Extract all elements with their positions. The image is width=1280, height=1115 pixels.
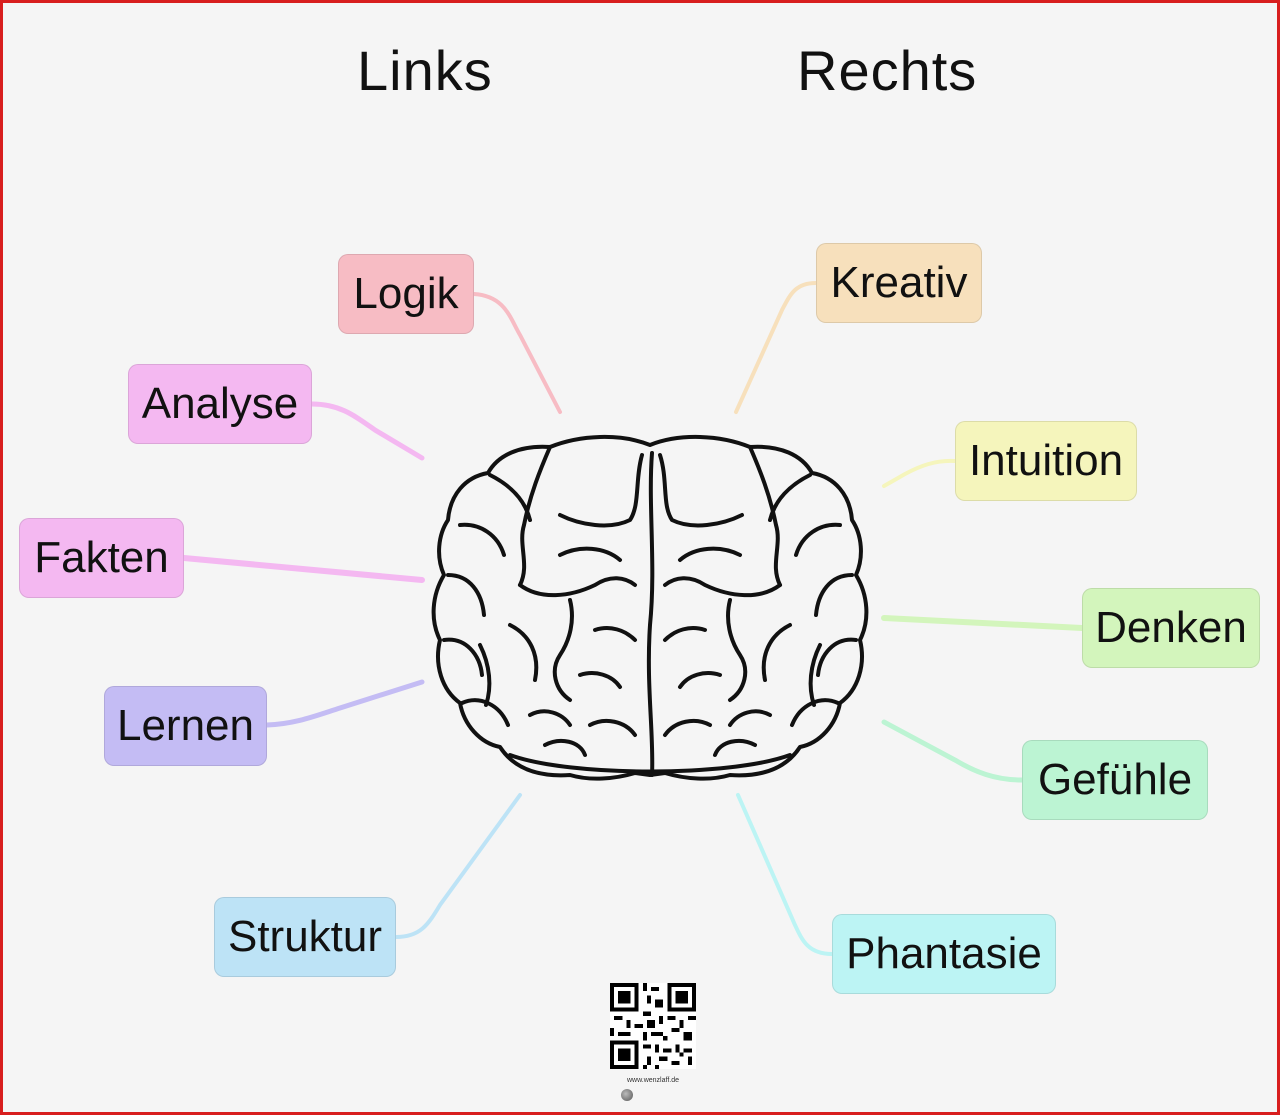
heading-left: Links bbox=[357, 39, 493, 102]
node-kreativ: Kreativ bbox=[816, 243, 982, 323]
node-denken: Denken bbox=[1082, 588, 1260, 668]
node-logik-label: Logik bbox=[353, 269, 459, 318]
footer-logo-icon bbox=[621, 1089, 633, 1101]
node-phantasie: Phantasie bbox=[832, 914, 1056, 994]
node-phantasie-label: Phantasie bbox=[846, 929, 1042, 978]
node-intuition-label: Intuition bbox=[968, 436, 1124, 485]
node-gefuehle: Gefühle bbox=[1022, 740, 1208, 820]
node-kreativ-label: Kreativ bbox=[830, 258, 968, 307]
qr-code bbox=[610, 983, 696, 1069]
footer-url: www.wenzlaff.de bbox=[626, 1077, 679, 1084]
connector-denken bbox=[881, 615, 1085, 631]
connector-phantasie bbox=[736, 793, 834, 956]
node-logik: Logik bbox=[338, 254, 474, 334]
node-lernen-label: Lernen bbox=[116, 701, 254, 750]
node-analyse-label: Analyse bbox=[141, 379, 299, 428]
connector-logik bbox=[472, 292, 562, 414]
node-struktur: Struktur bbox=[214, 897, 396, 977]
connector-analyse bbox=[309, 401, 425, 461]
node-fakten: Fakten bbox=[19, 518, 184, 598]
node-lernen: Lernen bbox=[104, 686, 267, 766]
connector-gefuehle bbox=[881, 719, 1025, 783]
node-gefuehle-label: Gefühle bbox=[1037, 755, 1193, 804]
heading-right: Rechts bbox=[797, 39, 978, 102]
node-intuition: Intuition bbox=[955, 421, 1137, 501]
connector-struktur bbox=[394, 793, 522, 939]
brain-illustration bbox=[431, 434, 869, 781]
connector-intuition bbox=[882, 458, 957, 488]
connector-fakten bbox=[181, 555, 425, 583]
node-fakten-label: Fakten bbox=[34, 533, 169, 582]
connector-kreativ bbox=[734, 281, 818, 414]
node-analyse: Analyse bbox=[128, 364, 312, 444]
node-denken-label: Denken bbox=[1095, 603, 1247, 652]
connector-lernen bbox=[264, 679, 425, 728]
node-struktur-label: Struktur bbox=[227, 912, 383, 961]
